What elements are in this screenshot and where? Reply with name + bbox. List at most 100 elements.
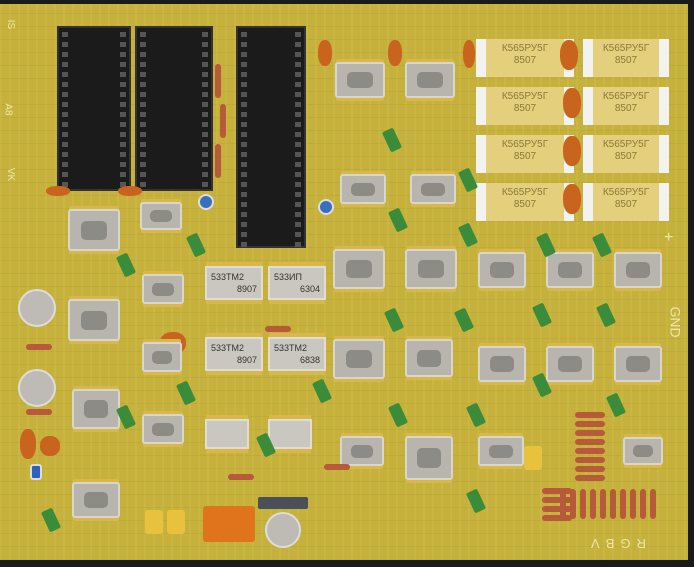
capacitor <box>40 436 60 456</box>
resistor <box>265 326 291 332</box>
trimmer <box>265 512 301 548</box>
bracket <box>258 497 308 509</box>
capacitor <box>387 402 409 428</box>
capacitor <box>563 184 581 214</box>
chip-date: 6838 <box>299 355 320 365</box>
flatpack-chip <box>335 62 385 98</box>
resistor <box>620 489 626 519</box>
resistor <box>575 475 605 481</box>
flatpack-chip <box>72 389 120 429</box>
flatpack-chip <box>140 202 182 230</box>
chip-part: 533ИП <box>274 272 302 282</box>
resistor <box>575 430 605 436</box>
flatpack-chip <box>478 346 526 382</box>
resistor <box>575 439 605 445</box>
capacitor <box>465 402 487 428</box>
resistor <box>26 344 52 350</box>
chip-part: К565РУ5Г <box>501 91 549 102</box>
resistor <box>575 457 605 463</box>
capacitor <box>318 199 334 215</box>
chip-part: К565РУ5Г <box>501 43 549 54</box>
capacitor <box>591 232 613 258</box>
capacitor <box>318 40 332 66</box>
chip-part: 533ТМ2 <box>211 343 245 353</box>
capacitor <box>203 506 255 542</box>
resistor <box>228 474 254 480</box>
flatpack-chip <box>405 62 455 98</box>
chip-date: 8507 <box>513 103 537 114</box>
flatpack-chip <box>142 414 184 444</box>
chip-part: К565РУ5Г <box>602 187 650 198</box>
dip-socket <box>236 26 306 248</box>
flatpack-chip <box>68 299 120 341</box>
flatpack-chip <box>333 249 385 289</box>
flatpack-chip <box>614 252 662 288</box>
capacitor <box>535 232 557 258</box>
chip-part: К565РУ5Г <box>602 139 650 150</box>
logic-chip: 533ТМ2 6838 <box>268 337 326 371</box>
dip-socket <box>57 26 131 191</box>
plus-label: + <box>664 229 674 246</box>
flatpack-chip <box>340 174 386 204</box>
capacitor <box>531 302 553 328</box>
chip-date: 8507 <box>513 55 537 66</box>
flatpack-chip <box>405 339 453 377</box>
chip-date: 8507 <box>513 151 537 162</box>
capacitor <box>388 40 402 66</box>
capacitor <box>145 510 163 534</box>
resistor <box>560 489 566 519</box>
chip-part: К565РУ5Г <box>501 139 549 150</box>
flatpack-chip <box>68 209 120 251</box>
capacitor <box>185 232 207 258</box>
capacitor <box>20 429 36 459</box>
capacitor <box>30 464 42 480</box>
vk-label: VK <box>5 167 17 182</box>
flatpack-chip <box>623 437 663 465</box>
dip-socket <box>135 26 213 191</box>
capacitor <box>311 378 333 404</box>
flatpack-chip <box>614 346 662 382</box>
chip-part: 533ТМ2 <box>274 343 308 353</box>
flatpack-chip <box>142 342 182 372</box>
resistor <box>215 144 221 178</box>
resistor <box>580 489 586 519</box>
flatpack-chip <box>478 252 526 288</box>
capacitor <box>465 488 487 514</box>
resistor <box>630 489 636 519</box>
capacitor <box>457 222 479 248</box>
gnd-label: GND <box>667 306 684 338</box>
flatpack-chip <box>340 436 384 466</box>
transistor <box>18 369 56 407</box>
capacitor <box>118 186 142 196</box>
resistor <box>324 464 350 470</box>
capacitor <box>563 136 581 166</box>
capacitor <box>175 380 197 406</box>
flatpack-chip <box>546 346 594 382</box>
capacitor <box>463 40 475 68</box>
flatpack-chip <box>478 436 524 466</box>
transistor <box>18 289 56 327</box>
rgbv-label: RGBV <box>585 536 646 551</box>
capacitor <box>453 307 475 333</box>
chip-part: К565РУ5Г <box>501 187 549 198</box>
capacitor <box>167 510 185 534</box>
capacitor <box>595 302 617 328</box>
chip-date: 8907 <box>236 284 257 294</box>
resistor <box>542 488 572 494</box>
resistor <box>575 466 605 472</box>
resistor <box>570 489 576 519</box>
resistor <box>610 489 616 519</box>
chip-part: К565РУ5Г <box>602 91 650 102</box>
capacitor <box>40 507 62 533</box>
flatpack-chip <box>410 174 456 204</box>
chip-date: 8507 <box>513 199 537 210</box>
resistor <box>600 489 606 519</box>
